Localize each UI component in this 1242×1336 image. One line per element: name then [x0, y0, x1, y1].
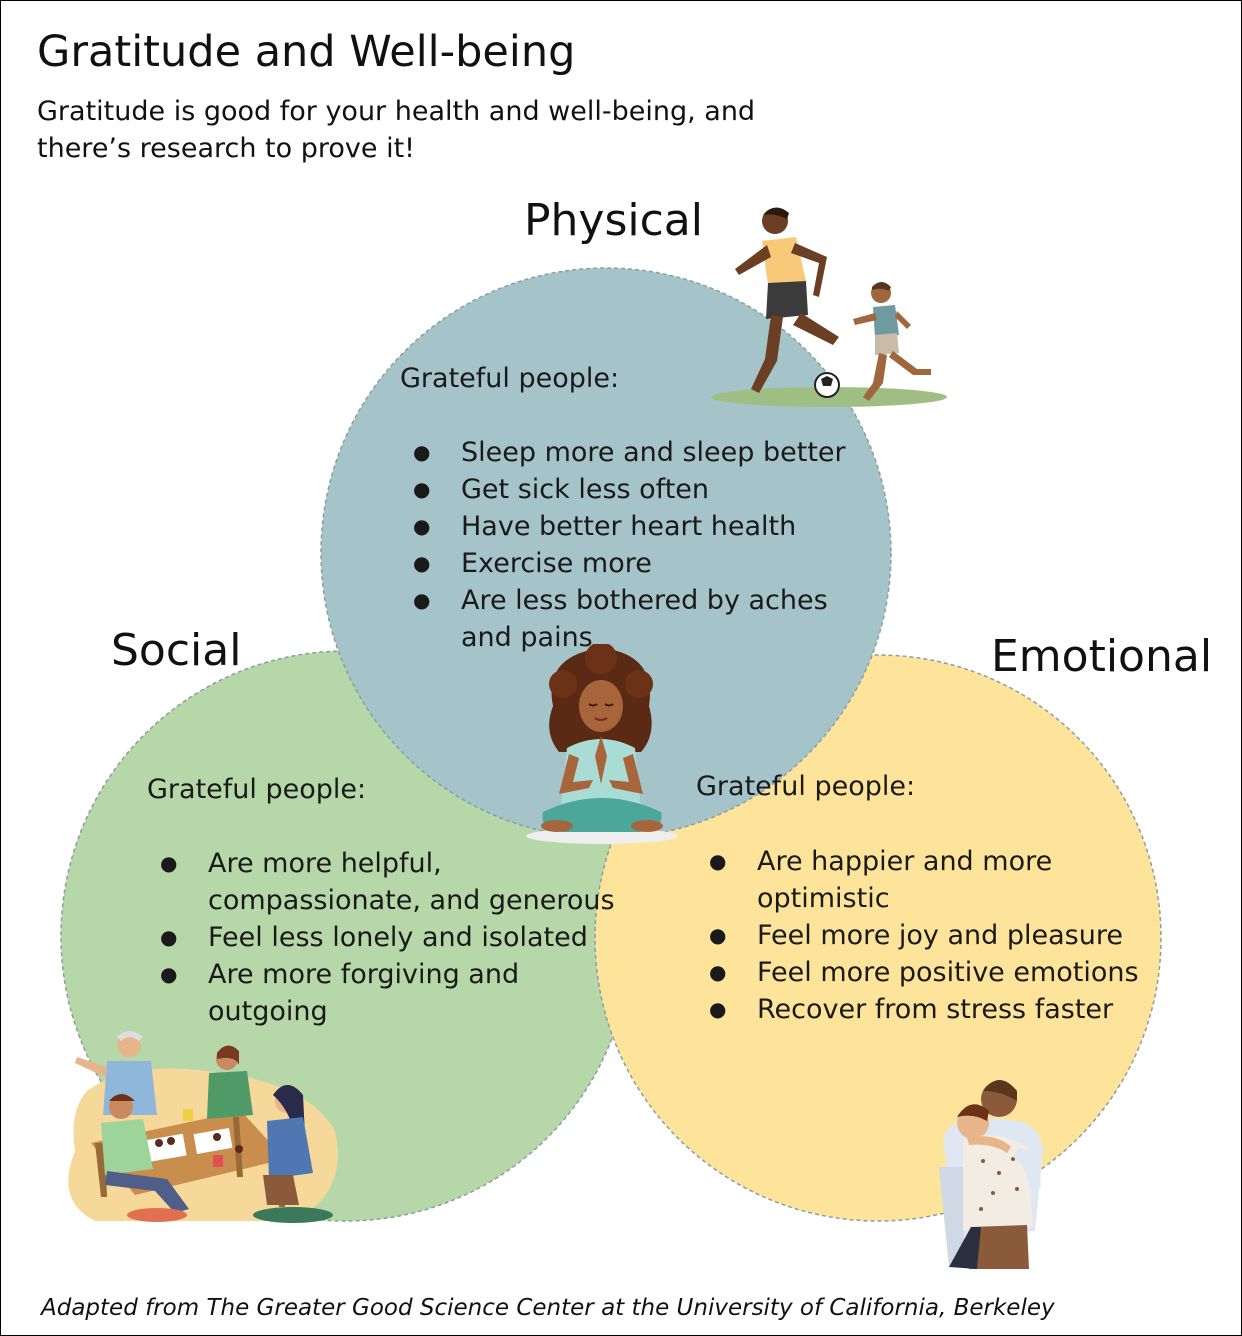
- emotional-intro: Grateful people:: [696, 771, 916, 802]
- physical-list: Sleep more and sleep better Get sick les…: [413, 434, 873, 656]
- physical-intro: Grateful people:: [400, 363, 620, 394]
- running-family-icon: [711, 207, 947, 407]
- list-item: Are happier and more optimistic: [709, 843, 1139, 917]
- emotional-heading: Emotional: [991, 631, 1213, 682]
- hugging-people-icon: [939, 1080, 1043, 1269]
- list-item: Feel more positive emotions: [709, 954, 1139, 991]
- social-heading: Social: [111, 625, 242, 676]
- social-intro: Grateful people:: [147, 774, 367, 805]
- list-item: Are more forgiving and outgoing: [160, 956, 630, 1030]
- list-item: Are less bothered by aches and pains: [413, 582, 873, 656]
- meditating-woman-icon: [526, 644, 678, 844]
- group-board-game-icon: [68, 1031, 338, 1223]
- source-credit: Adapted from The Greater Good Science Ce…: [41, 1295, 1055, 1321]
- list-item: Exercise more: [413, 545, 873, 582]
- list-item: Feel less lonely and isolated: [160, 919, 630, 956]
- page-subtitle: Gratitude is good for your health and we…: [37, 96, 756, 164]
- page-title: Gratitude and Well-being: [37, 27, 576, 77]
- list-item: Sleep more and sleep better: [413, 434, 873, 471]
- list-item: Recover from stress faster: [709, 991, 1139, 1028]
- list-item: Feel more joy and pleasure: [709, 917, 1139, 954]
- list-item: Are more helpful, compassionate, and gen…: [160, 845, 630, 919]
- physical-heading: Physical: [524, 195, 703, 246]
- emotional-list: Are happier and more optimistic Feel mor…: [709, 843, 1139, 1028]
- list-item: Get sick less often: [413, 471, 873, 508]
- social-list: Are more helpful, compassionate, and gen…: [160, 845, 630, 1030]
- list-item: Have better heart health: [413, 508, 873, 545]
